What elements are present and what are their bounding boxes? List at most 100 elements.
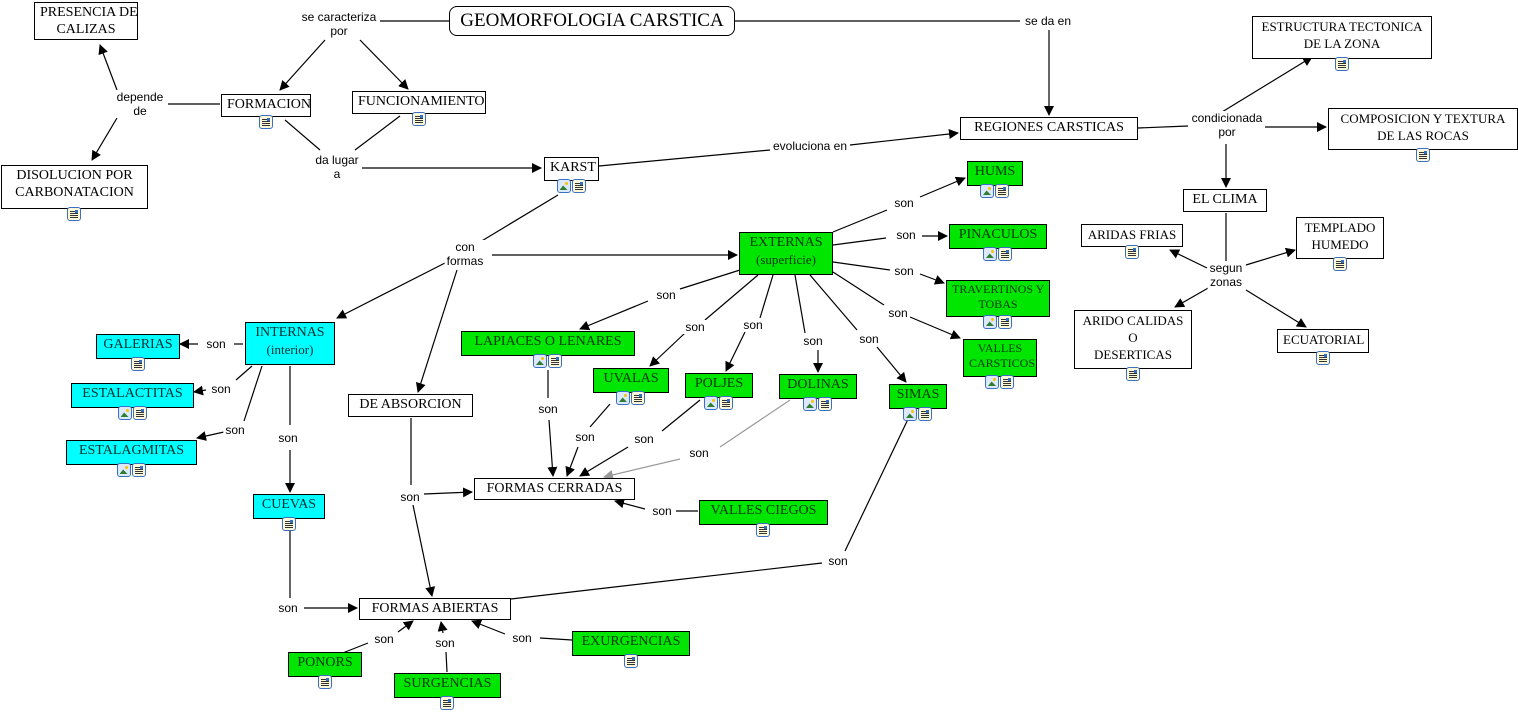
concept-cuevas[interactable]: CUEVAS xyxy=(253,494,325,519)
concept-funcionamiento[interactable]: FUNCIONAMIENTO xyxy=(352,91,486,114)
concept-aridas-frias[interactable]: ARIDAS FRIAS xyxy=(1081,224,1183,247)
connector-arrow[interactable] xyxy=(565,446,579,477)
connector-arrow[interactable] xyxy=(909,316,961,340)
concept-regiones[interactable]: REGIONES CARSTICAS xyxy=(960,117,1138,140)
connector-arrow[interactable] xyxy=(649,332,686,367)
document-resource-icon[interactable] xyxy=(1125,367,1140,381)
link-phrase-condicionada[interactable]: condicionada por xyxy=(1189,111,1265,139)
document-resource-icon[interactable] xyxy=(1000,375,1014,389)
link-phrase-son[interactable]: son xyxy=(398,490,422,504)
document-resource-icon[interactable] xyxy=(995,184,1009,198)
link-phrase-son[interactable]: son xyxy=(683,320,707,334)
connector-arrow[interactable] xyxy=(1245,247,1296,266)
link-phrase-son[interactable]: son xyxy=(894,228,918,242)
image-resource-icon[interactable] xyxy=(985,375,999,389)
connector-line[interactable] xyxy=(719,399,791,448)
document-resource-icon[interactable] xyxy=(1332,257,1347,271)
image-resource-icon[interactable] xyxy=(556,179,571,193)
concept-poljes[interactable]: POLJES xyxy=(685,373,753,398)
link-phrase-son[interactable]: son xyxy=(632,432,656,446)
concept-estalagmitas[interactable]: ESTALAGMITAS xyxy=(66,440,197,465)
connector-line[interactable] xyxy=(832,237,887,246)
document-resource-icon[interactable] xyxy=(67,207,81,221)
link-phrase-con-formas[interactable]: con formas xyxy=(444,240,486,268)
connector-line[interactable] xyxy=(589,403,611,428)
image-resource-icon[interactable] xyxy=(983,247,997,261)
document-resource-icon[interactable] xyxy=(130,357,145,371)
document-resource-icon[interactable] xyxy=(998,247,1012,261)
connector-arrow[interactable] xyxy=(547,419,558,477)
document-resource-icon[interactable] xyxy=(631,391,645,405)
concept-travertinos[interactable]: TRAVERTINOS Y TOBAS xyxy=(946,280,1050,317)
connector-arrow[interactable] xyxy=(193,385,207,396)
link-phrase-segun-zonas[interactable]: segun zonas xyxy=(1207,261,1245,289)
concept-hums[interactable]: HUMS xyxy=(967,161,1023,186)
connector-arrow[interactable] xyxy=(876,346,907,383)
link-phrase-son[interactable]: son xyxy=(741,318,765,332)
connector-arrow[interactable] xyxy=(1221,56,1313,113)
link-phrase-son[interactable]: son xyxy=(687,446,711,460)
concept-valles-ciegos[interactable]: VALLES CIEGOS xyxy=(699,500,828,525)
link-phrase-son[interactable]: son xyxy=(857,332,881,346)
link-phrase-depende-de[interactable]: depende de xyxy=(114,90,166,118)
connector-line[interactable] xyxy=(679,269,741,290)
concept-karst[interactable]: KARST xyxy=(544,157,599,181)
connector-line[interactable] xyxy=(661,399,701,432)
connector-arrow[interactable] xyxy=(725,331,746,372)
link-phrase-son[interactable]: son xyxy=(510,631,534,645)
link-phrase-son[interactable]: son xyxy=(276,601,300,615)
concept-pinaculos[interactable]: PINACULOS xyxy=(949,224,1047,249)
connector-line[interactable] xyxy=(1137,125,1189,129)
concept-exurgencias[interactable]: EXURGENCIAS xyxy=(572,631,690,656)
document-resource-icon[interactable] xyxy=(281,517,296,531)
link-phrase-son[interactable]: son xyxy=(223,423,247,437)
concept-disolucion[interactable]: DISOLUCION POR CARBONATACION xyxy=(1,165,148,209)
link-phrase-son[interactable]: son xyxy=(892,264,916,278)
connector-arrow[interactable] xyxy=(415,269,458,393)
document-resource-icon[interactable] xyxy=(1315,351,1330,365)
connector-arrow[interactable] xyxy=(98,44,118,91)
link-phrase-son[interactable]: son xyxy=(826,554,850,568)
connector-arrow[interactable] xyxy=(336,262,446,319)
link-phrase-evoluciona-en[interactable]: evoluciona en xyxy=(770,139,850,153)
connector-arrow[interactable] xyxy=(849,129,959,146)
concept-formacion[interactable]: FORMACION xyxy=(221,94,311,117)
connector-arrow[interactable] xyxy=(359,39,409,90)
connector-line[interactable] xyxy=(235,365,253,381)
image-resource-icon[interactable] xyxy=(116,463,131,477)
concept-absorcion[interactable]: DE ABSORCION xyxy=(348,394,473,417)
connector-line[interactable] xyxy=(832,209,888,233)
connector-line[interactable] xyxy=(704,274,759,321)
concept-galerias[interactable]: GALERIAS xyxy=(96,334,180,359)
connector-arrow[interactable] xyxy=(196,431,225,441)
link-phrase-son[interactable]: son xyxy=(573,430,597,444)
concept-formas-cerradas[interactable]: FORMAS CERRADAS xyxy=(474,478,635,500)
connector-arrow[interactable] xyxy=(1169,249,1208,269)
concept-estalactitas[interactable]: ESTALACTITAS xyxy=(71,383,194,408)
concept-composicion[interactable]: COMPOSICION Y TEXTURA DE LAS ROCAS xyxy=(1328,108,1518,150)
connector-line[interactable] xyxy=(354,115,401,151)
connector-arrow[interactable] xyxy=(603,458,681,480)
link-phrase-son[interactable]: son xyxy=(886,306,910,320)
connector-line[interactable] xyxy=(832,261,891,271)
concept-valles-carsticos[interactable]: VALLES CARSTICOS xyxy=(963,339,1037,377)
connector-arrow[interactable] xyxy=(1245,289,1307,328)
image-resource-icon[interactable] xyxy=(803,397,817,411)
concept-root[interactable]: GEOMORFOLOGIA CARSTICA xyxy=(449,6,735,36)
link-phrase-son[interactable]: son xyxy=(372,632,396,646)
connector-arrow[interactable] xyxy=(614,498,646,510)
link-phrase-se-caracteriza[interactable]: se caracteriza por xyxy=(299,10,379,38)
document-resource-icon[interactable] xyxy=(411,112,426,126)
link-phrase-son[interactable]: son xyxy=(654,288,678,302)
concept-externas[interactable]: EXTERNAS(superficie) xyxy=(739,232,833,275)
document-resource-icon[interactable] xyxy=(317,675,332,689)
connector-arrow[interactable] xyxy=(437,621,448,634)
link-phrase-se-da-en[interactable]: se da en xyxy=(1022,14,1074,28)
connector-line[interactable] xyxy=(832,271,885,306)
concept-presencia[interactable]: PRESENCIA DE CALIZAS xyxy=(34,2,138,40)
concept-ponors[interactable]: PONORS xyxy=(288,652,362,677)
link-phrase-son[interactable]: son xyxy=(892,196,916,210)
document-resource-icon[interactable] xyxy=(1124,245,1139,259)
connector-arrow[interactable] xyxy=(279,39,326,91)
image-resource-icon[interactable] xyxy=(117,406,132,420)
